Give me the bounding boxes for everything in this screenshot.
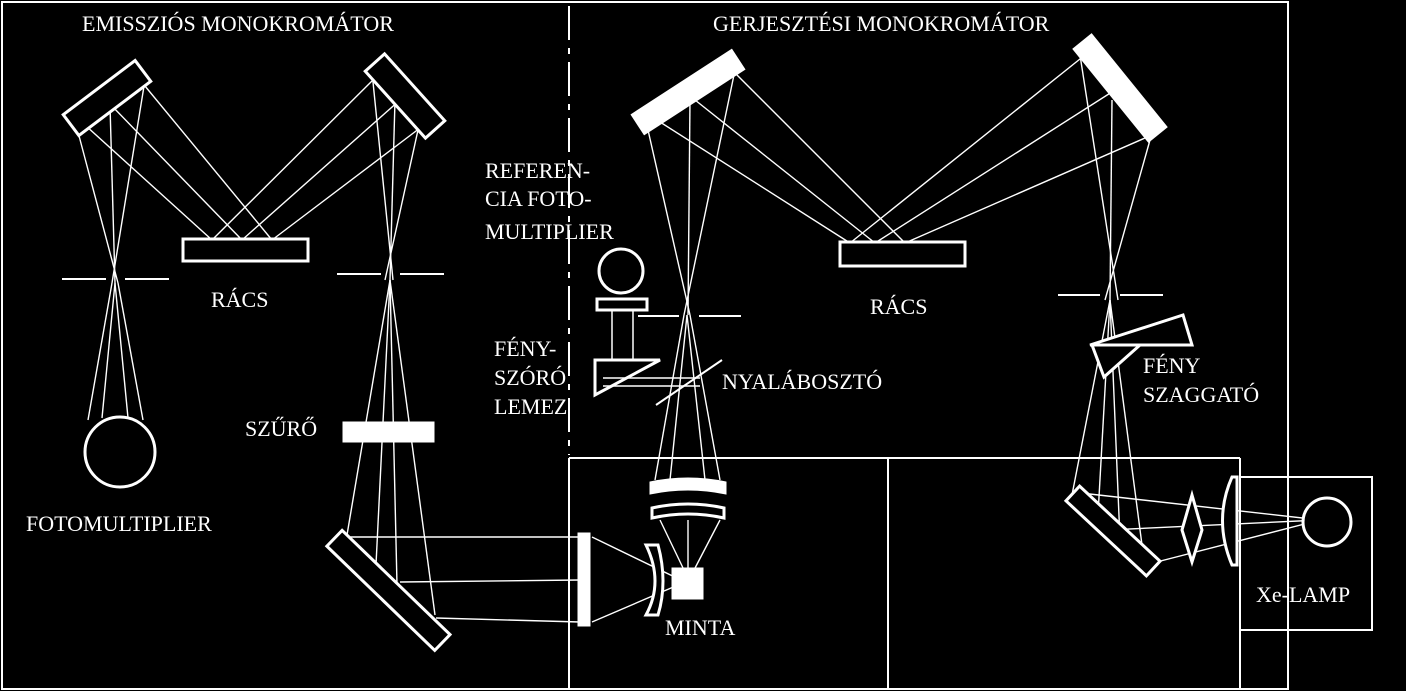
photomultiplier-label: FOTOMULTIPLIER (26, 511, 212, 536)
excitation-rays (647, 54, 1321, 571)
lamp-label: Xe-LAMP (1256, 582, 1350, 607)
lamp-lens-diamond (1180, 489, 1204, 568)
lamp-condenser-lens (1221, 475, 1239, 567)
beamsplitter-label: NYALÁBOSZTÓ (722, 369, 882, 394)
scatter-plate-label-line2: SZÓRÓ (494, 365, 566, 390)
excitation-mirror-left (630, 48, 746, 136)
chopper-triangle-lower (1089, 343, 1144, 380)
lamp-housing (1239, 476, 1373, 631)
filter-label: SZŰRŐ (245, 416, 317, 441)
excitation-mirror-right (1072, 33, 1168, 143)
reference-label-line2: CIA FOTO- (485, 186, 592, 211)
emission-monochromator-title: EMISSZIÓS MONOKROMÁTOR (82, 11, 394, 36)
emission-grating (181, 237, 310, 263)
reference-photomultiplier (595, 247, 649, 360)
excitation-grating (838, 240, 967, 268)
scatter-plate-label-line3: LEMEZ (494, 394, 567, 419)
excitation-fold-mirror (1063, 484, 1163, 578)
beamsplitter-element (655, 359, 723, 406)
emission-grating-label: RÁCS (211, 287, 268, 312)
emission-mirror-left (61, 58, 153, 138)
emission-fold-mirror (324, 528, 453, 653)
sample-cuvette (671, 567, 704, 600)
emission-collection-rays (348, 536, 686, 623)
scatter-plate-label-line1: FÉNY- (494, 336, 556, 361)
outside-mask (1289, 1, 1406, 476)
sample-label: MINTA (665, 615, 735, 640)
emission-collection-lens-2 (643, 543, 665, 617)
excitation-monochromator-title: GERJESZTÉSI MONOKROMÁTOR (713, 11, 1050, 36)
excitation-focusing-lenses (649, 477, 727, 520)
excitation-grating-label: RÁCS (870, 294, 927, 319)
emission-filter (342, 421, 435, 443)
reference-label-line3: MULTIPLIER (485, 219, 614, 244)
labels: EMISSZIÓS MONOKROMÁTOR GERJESZTÉSI MONOK… (26, 11, 1350, 640)
chopper-triangle-upper (1089, 313, 1195, 347)
emission-mirror-right (363, 51, 447, 141)
photomultiplier-tube (83, 415, 157, 489)
chopper-label-line2: SZAGGATÓ (1143, 382, 1259, 407)
chopper-label-line1: FÉNY (1143, 353, 1201, 378)
scatter-plate (593, 358, 700, 398)
emission-rays (77, 71, 436, 616)
xe-lamp-bulb (1301, 496, 1353, 548)
reference-label-line1: REFEREN- (485, 158, 590, 183)
emission-collection-lens-1 (577, 532, 591, 627)
